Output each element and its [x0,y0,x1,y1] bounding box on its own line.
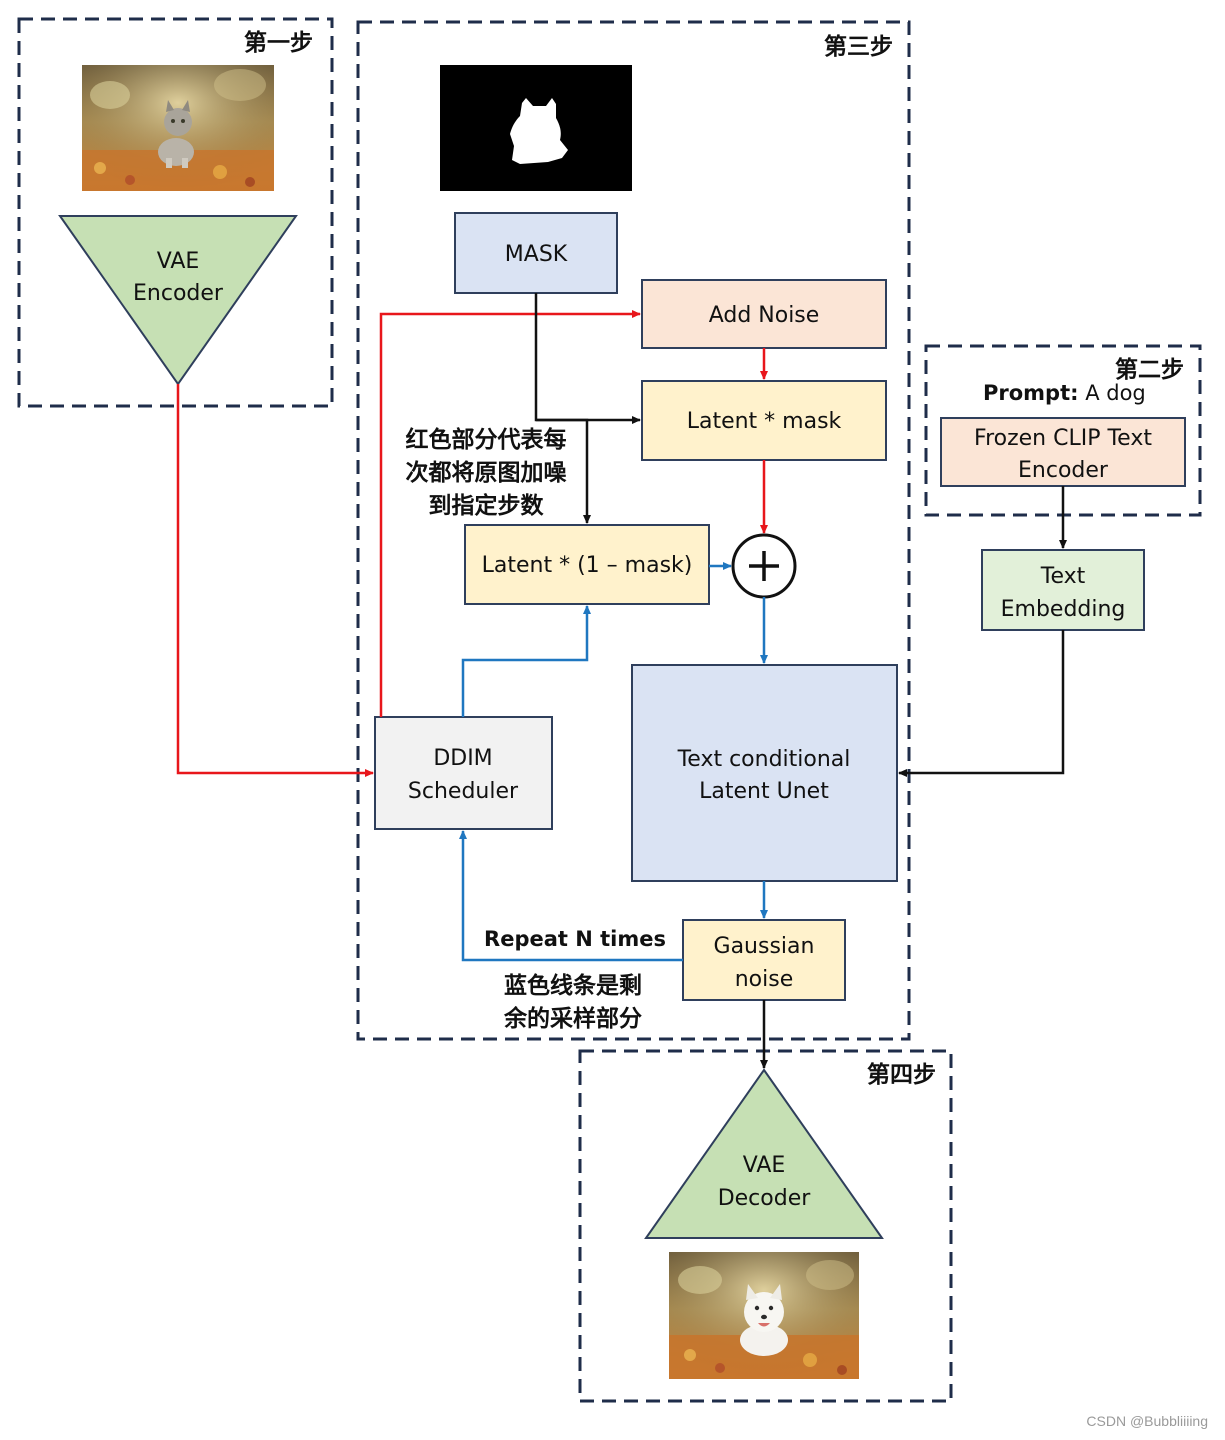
edge-gaussian-to-ddim [459,830,683,962]
clip-label-2: Encoder [1018,458,1109,483]
clip-label-1: Frozen CLIP Text [974,426,1152,451]
plus-node: + [0,0,797,599]
gaussian-label-1: Gaussian [714,934,815,959]
latent-mask-node: Latent * mask [641,380,887,461]
edge-embedding-to-unet [898,630,1065,777]
step3-label: 第三步 [824,33,893,60]
edge-ddim-to-latentinv [461,605,591,717]
vae-encoder-shape [58,215,298,386]
mask-label: MASK [505,242,568,267]
gaussian-label-2: noise [735,967,794,992]
vae-decoder-label-2: Decoder [718,1186,812,1211]
step4-label: 第四步 [867,1061,936,1088]
vae-encoder-label-1: VAE [157,249,200,274]
watermark: CSDN @Bubbliiiing [1086,1413,1208,1429]
vae-decoder-label-1: VAE [743,1153,786,1178]
gaussian-noise-node: Gaussian noise [682,919,846,1001]
add-noise-label: Add Noise [709,303,820,328]
latent-inv-mask-label: Latent * (1 – mask) [482,553,693,578]
repeat-label: Repeat N times [484,927,666,951]
text-embedding-label-1: Text [1040,564,1086,589]
vae-decoder-shape [644,1068,884,1239]
text-embedding-label-2: Embedding [1001,597,1126,622]
step3-frame [356,20,911,1041]
mask-image [440,65,632,191]
ddim-label-2: Scheduler [408,779,519,804]
latent-inv-mask-node: Latent * (1 – mask) [464,524,710,605]
dog-photo [669,1252,859,1379]
plus-symbol: + [0,0,1,1]
unet-label-1: Text conditional [677,747,851,772]
ddim-node: DDIM Scheduler [374,716,553,830]
unet-node: Text conditional Latent Unet [631,664,898,882]
red-note-line-1: 红色部分代表每 [406,426,567,453]
text-embedding-node: Text Embedding [981,549,1145,631]
blue-note-line-2: 余的采样部分 [503,1005,642,1032]
unet-label-2: Latent Unet [699,779,829,804]
clip-encoder-node: Frozen CLIP Text Encoder [940,417,1186,487]
edge-mask-to-latentmask [534,293,641,424]
vae-encoder-label-2: Encoder [133,281,224,306]
blue-note-line-1: 蓝色线条是剩 [504,972,642,999]
step2-label: 第二步 [1115,356,1184,383]
latent-mask-label: Latent * mask [687,409,842,434]
add-noise-node: Add Noise [641,279,887,349]
step1-frame [17,17,334,408]
prompt-text: Prompt: A dog [983,381,1146,405]
step1-label: 第一步 [244,29,313,56]
prompt-label: Prompt: [983,381,1079,405]
prompt-value: A dog [1079,381,1146,405]
step4-frame [578,1049,953,1403]
red-note-line-2: 次都将原图加噪 [406,459,568,486]
cat-photo [82,65,274,191]
mask-node: MASK [454,212,618,294]
edge-ddim-to-addnoise [379,310,641,717]
red-note-line-3: 到指定步数 [429,492,545,519]
ddim-label-1: DDIM [433,746,492,771]
edge-mask-to-latentinv [536,418,591,524]
edge-encoder-to-ddim [176,384,374,777]
